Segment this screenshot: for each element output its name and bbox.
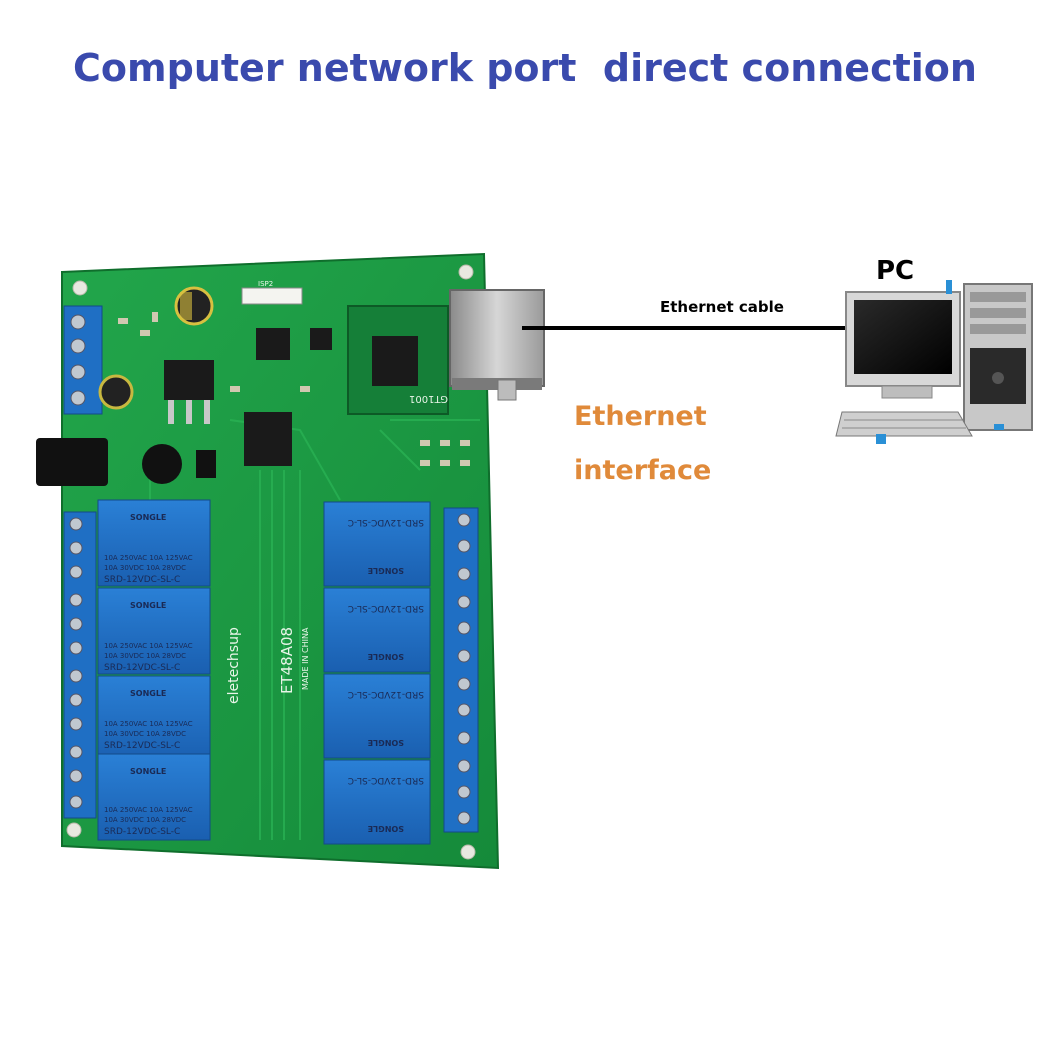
ethernet-module: GT1001 bbox=[347, 305, 449, 415]
relay-brand-label: SONGLE bbox=[130, 601, 166, 610]
relay-brand-label: SONGLE bbox=[130, 513, 166, 522]
relay-model-label: SRD-12VDC-SL-C bbox=[348, 689, 424, 699]
relay-left-3 bbox=[97, 675, 211, 763]
jumper-label: ISP2 bbox=[258, 280, 273, 288]
relay-model-label: SRD-12VDC-SL-C bbox=[348, 517, 424, 527]
relay-terminal-block-left bbox=[63, 511, 97, 819]
relay-board: ISP2 GT1001 SONGLE 10A 250VAC 1 bbox=[36, 252, 545, 870]
relay-left-4 bbox=[97, 753, 211, 841]
power-terminal-block bbox=[63, 305, 103, 415]
relay-right-4 bbox=[323, 759, 431, 845]
relay-right-2 bbox=[323, 587, 431, 673]
pc-label: PC bbox=[876, 256, 915, 286]
module-label: GT1001 bbox=[409, 393, 448, 404]
ethernet-interface-label-line2: interface bbox=[574, 455, 712, 486]
rj45-port bbox=[449, 289, 545, 401]
relay-brand-label: SONGLE bbox=[368, 652, 404, 661]
capacitor bbox=[174, 286, 214, 326]
relay-rating-label: 10A 250VAC 10A 125VAC bbox=[104, 554, 193, 562]
voltage-regulator bbox=[164, 360, 214, 400]
relay-right-1 bbox=[323, 501, 431, 587]
inductor bbox=[142, 444, 182, 484]
relay-rating-label: 10A 30VDC 10A 28VDC bbox=[104, 564, 186, 572]
brand-label: eletechsup bbox=[226, 627, 242, 704]
relay-model-label: SRD-12VDC-SL-C bbox=[104, 827, 180, 837]
relay-rating-label: 10A 30VDC 10A 28VDC bbox=[104, 730, 186, 738]
origin-label: MADE IN CHINA bbox=[301, 627, 310, 690]
relay-rating-label: 10A 30VDC 10A 28VDC bbox=[104, 652, 186, 660]
relay-model-label: SRD-12VDC-SL-C bbox=[348, 603, 424, 613]
relay-model-label: SRD-12VDC-SL-C bbox=[348, 775, 424, 785]
relay-rating-label: 10A 250VAC 10A 125VAC bbox=[104, 720, 193, 728]
relay-rating-label: 10A 250VAC 10A 125VAC bbox=[104, 642, 193, 650]
relay-model-label: SRD-12VDC-SL-C bbox=[104, 663, 180, 673]
ic-chip bbox=[310, 328, 332, 350]
relay-brand-label: SONGLE bbox=[130, 689, 166, 698]
isp-jumper bbox=[241, 287, 303, 305]
relay-right-3 bbox=[323, 673, 431, 759]
relay-rating-label: 10A 30VDC 10A 28VDC bbox=[104, 816, 186, 824]
page-title: Computer network port direct connection bbox=[73, 46, 977, 90]
relay-left-2 bbox=[97, 587, 211, 675]
relay-rating-label: 10A 250VAC 10A 125VAC bbox=[104, 806, 193, 814]
relay-model-label: SRD-12VDC-SL-C bbox=[104, 575, 180, 585]
ic-chip bbox=[256, 328, 290, 360]
relay-brand-label: SONGLE bbox=[368, 824, 404, 833]
relay-left-1 bbox=[97, 499, 211, 587]
ethernet-cable-label: Ethernet cable bbox=[660, 298, 784, 316]
model-label: ET48A08 bbox=[278, 627, 296, 694]
relay-model-label: SRD-12VDC-SL-C bbox=[104, 741, 180, 751]
capacitor bbox=[98, 374, 134, 410]
relay-brand-label: SONGLE bbox=[368, 566, 404, 575]
ethernet-interface-label-line1: Ethernet bbox=[574, 401, 707, 432]
ethernet-interface-label: Ethernet interface bbox=[574, 390, 711, 498]
pc-computer bbox=[835, 280, 1033, 444]
dc-power-jack bbox=[36, 438, 108, 486]
ic-chip bbox=[244, 412, 292, 466]
relay-brand-label: SONGLE bbox=[368, 738, 404, 747]
relay-terminal-block-right bbox=[443, 507, 479, 833]
relay-brand-label: SONGLE bbox=[130, 767, 166, 776]
